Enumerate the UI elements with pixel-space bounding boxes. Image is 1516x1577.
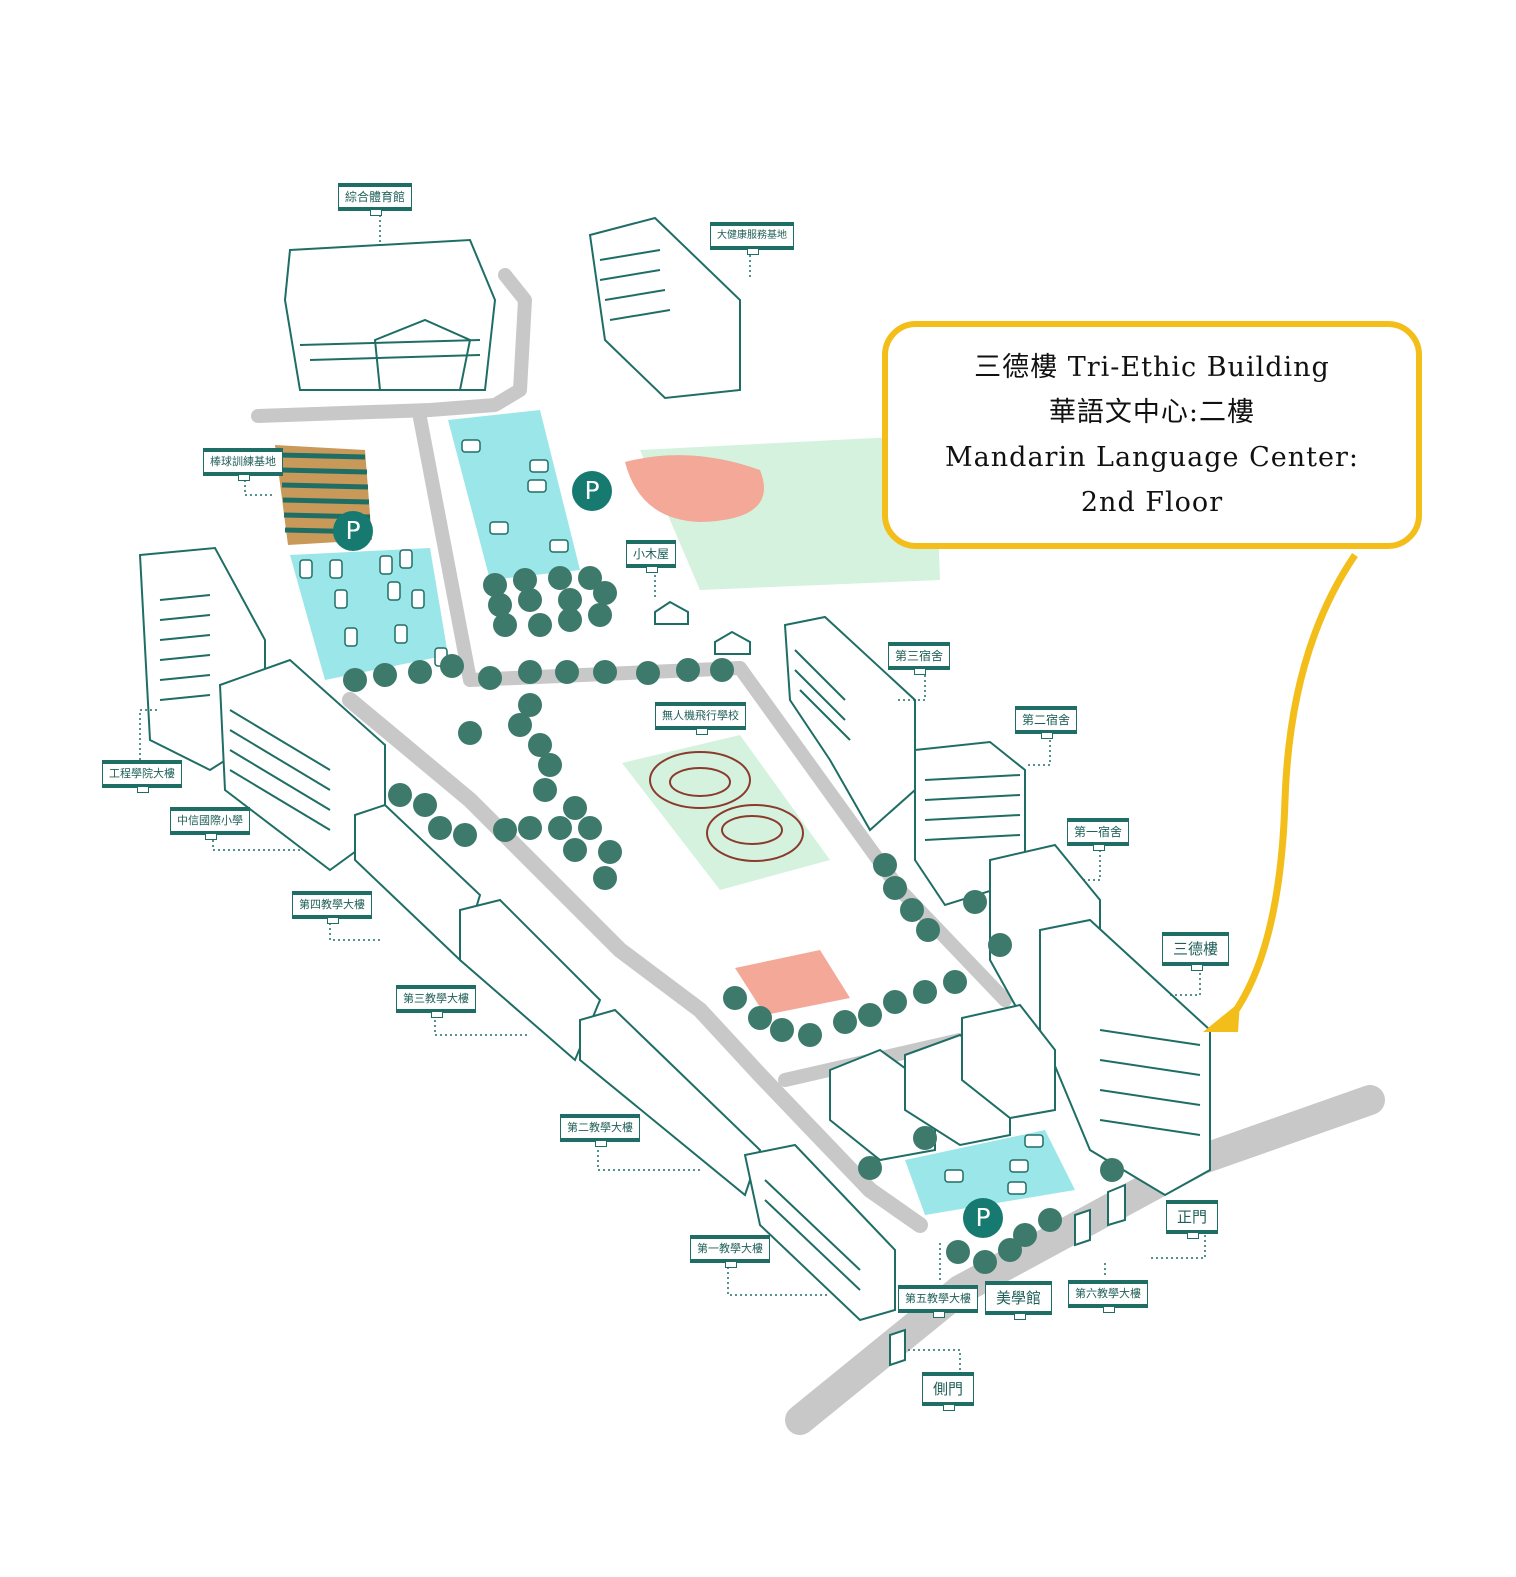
- callout-box: 三德樓 Tri-Ethic Building 華語文中心:二樓 Mandarin…: [882, 321, 1422, 549]
- label-primary: 中信國際小學: [170, 807, 250, 840]
- label-dorm2: 第二宿舍: [1015, 706, 1078, 739]
- label-drone: 無人機飛行學校: [655, 702, 746, 735]
- label-side-gate: 側門: [922, 1372, 975, 1411]
- building-cabin-2: [714, 630, 751, 655]
- buildings: [138, 216, 1211, 1322]
- building-gym: [283, 238, 497, 391]
- building-sande: [1039, 918, 1211, 1197]
- callout-line-building: 三德樓 Tri-Ethic Building: [974, 352, 1330, 383]
- label-teach5: 第五教學大樓: [898, 1285, 978, 1318]
- callout-arrow: [1222, 553, 1358, 1028]
- label-teach4: 第四教學大樓: [292, 891, 372, 924]
- trees: [343, 566, 1124, 1274]
- baseball-diamond-pink: [625, 455, 764, 522]
- parking-area-north: [448, 410, 580, 580]
- label-teach1: 第一教學大樓: [690, 1235, 770, 1268]
- label-engineering: 工程學院大樓: [102, 760, 182, 793]
- label-teach6: 第六教學大樓: [1068, 1280, 1148, 1313]
- label-baseball: 棒球訓練基地: [203, 448, 283, 481]
- parking-icon-west: P: [333, 511, 373, 551]
- building-primary-school: [218, 658, 386, 872]
- parking-area-west: [290, 548, 448, 680]
- gate-main-door: [1107, 1183, 1126, 1227]
- parking-areas: [290, 410, 1075, 1215]
- gates: [889, 1183, 1126, 1367]
- label-teach2: 第二教學大樓: [560, 1114, 640, 1147]
- callout-line-center-zh: 華語文中心:二樓: [1048, 397, 1256, 428]
- label-cabin: 小木屋: [626, 540, 677, 573]
- label-art: 美學館: [985, 1281, 1053, 1320]
- tennis-court: [735, 950, 850, 1015]
- label-dorm1: 第一宿舍: [1067, 818, 1130, 851]
- label-sande: 三德樓: [1162, 932, 1230, 971]
- parking-area-south: [905, 1130, 1075, 1215]
- label-dorm3: 第三宿舍: [888, 642, 951, 675]
- parking-icon-south: P: [963, 1198, 1003, 1238]
- building-teaching-6: [961, 1003, 1056, 1120]
- label-teach3: 第三教學大樓: [396, 985, 476, 1018]
- gate-art-door: [1074, 1208, 1091, 1247]
- callout-line-center-en: Mandarin Language Center:: [945, 442, 1359, 473]
- gate-side-door: [889, 1328, 906, 1367]
- building-health: [588, 216, 741, 400]
- label-gym: 綜合體育館: [338, 183, 413, 216]
- callout-arrowhead: [1203, 1002, 1240, 1032]
- drone-track: [649, 751, 804, 862]
- road-diagonal: [342, 692, 928, 1233]
- road-top: [251, 268, 532, 423]
- building-cabin-1: [654, 600, 689, 625]
- parking-icon-north: P: [572, 471, 612, 511]
- building-teaching-1: [743, 1143, 896, 1322]
- road-north-south: [413, 411, 477, 687]
- parked-cars: [299, 439, 1044, 1195]
- building-dorm-3: [783, 615, 916, 832]
- label-health: 大健康服務基地: [710, 222, 794, 255]
- callout-line-floor: 2nd Floor: [1080, 487, 1224, 518]
- label-main-gate: 正門: [1166, 1200, 1219, 1239]
